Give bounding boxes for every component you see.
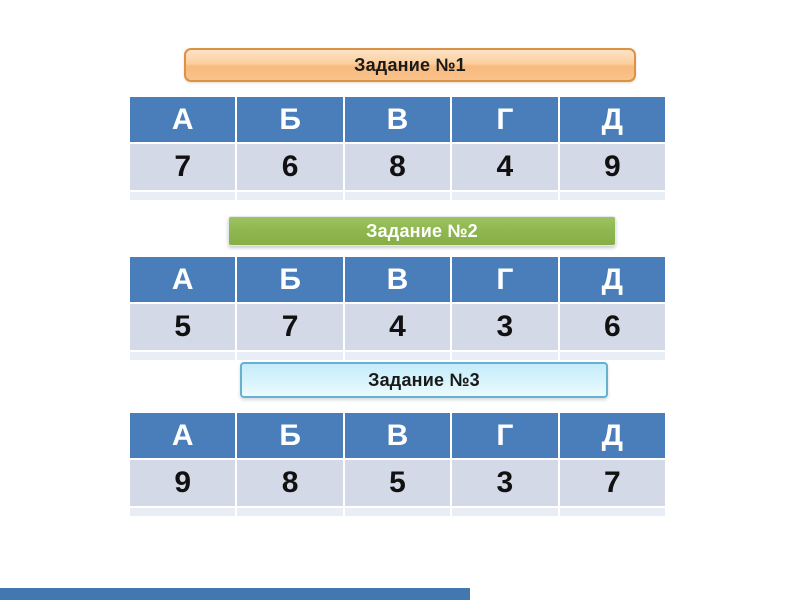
task-2-value-cell: 3 (452, 304, 558, 350)
task-2-footer-strip-cell (452, 352, 558, 360)
task-3-header-cell: Г (452, 413, 558, 458)
task-3-footer-strip-cell (130, 508, 236, 516)
task-2-footer-strip-cell (237, 352, 343, 360)
task-3-value-cell: 3 (452, 460, 558, 506)
task-3-value-cell: 8 (237, 460, 343, 506)
task-3-header-cell: В (344, 413, 451, 458)
task-2-header-cell: Б (237, 257, 343, 302)
task-1-header-cell: Д (559, 97, 665, 142)
task-2-value-cell: 6 (559, 304, 665, 350)
task-1-value-cell: 9 (559, 144, 665, 190)
task-3-header-cell: Б (237, 413, 343, 458)
task-2-header-cell: Г (452, 257, 558, 302)
task-2-banner-label: Задание №2 (366, 220, 478, 241)
task-2-header-cell: А (130, 257, 236, 302)
task-1-header-cell: Б (237, 97, 343, 142)
bottom-progress-bar[interactable] (0, 588, 470, 600)
task-2-value-cell: 5 (130, 304, 236, 350)
task-1-footer-strip-cell (237, 192, 343, 200)
task-3-banner: Задание №3 (240, 362, 608, 398)
task-3-value-cell: 5 (344, 460, 451, 506)
task-1-value-cell: 6 (237, 144, 343, 190)
task-3-footer-strip-cell (237, 508, 343, 516)
task-2-banner: Задание №2 (228, 216, 616, 246)
task-1-header-cell: В (344, 97, 451, 142)
task-2-value-cell: 7 (237, 304, 343, 350)
task-1-value-cell: 4 (452, 144, 558, 190)
task-2-header-cell: Д (559, 257, 665, 302)
task-1-table: А Б В Г Д 7 6 8 4 9 (130, 97, 665, 200)
task-1-value-cell: 7 (130, 144, 236, 190)
task-3-table: А Б В Г Д 9 8 5 3 7 (130, 413, 665, 516)
task-3-banner-label: Задание №3 (368, 369, 480, 390)
task-2-footer-strip-cell (344, 352, 451, 360)
task-2-footer-strip-cell (130, 352, 236, 360)
task-2-value-cell: 4 (344, 304, 451, 350)
task-1-footer-strip-cell (344, 192, 451, 200)
task-1-value-cell: 8 (344, 144, 451, 190)
task-3-value-cell: 7 (559, 460, 665, 506)
task-1-header-cell: А (130, 97, 236, 142)
task-3-header-cell: А (130, 413, 236, 458)
task-3-value-cell: 9 (130, 460, 236, 506)
task-1-footer-strip-cell (452, 192, 558, 200)
task-2-header-cell: В (344, 257, 451, 302)
task-2-footer-strip-cell (559, 352, 665, 360)
task-1-footer-strip-cell (559, 192, 665, 200)
task-3-header-cell: Д (559, 413, 665, 458)
task-1-banner: Задание №1 (184, 48, 636, 82)
task-3-footer-strip-cell (559, 508, 665, 516)
task-3-footer-strip-cell (344, 508, 451, 516)
task-2-table: А Б В Г Д 5 7 4 3 6 (130, 257, 665, 360)
task-3-footer-strip-cell (452, 508, 558, 516)
task-1-banner-label: Задание №1 (354, 54, 466, 75)
task-1-footer-strip-cell (130, 192, 236, 200)
task-1-header-cell: Г (452, 97, 558, 142)
